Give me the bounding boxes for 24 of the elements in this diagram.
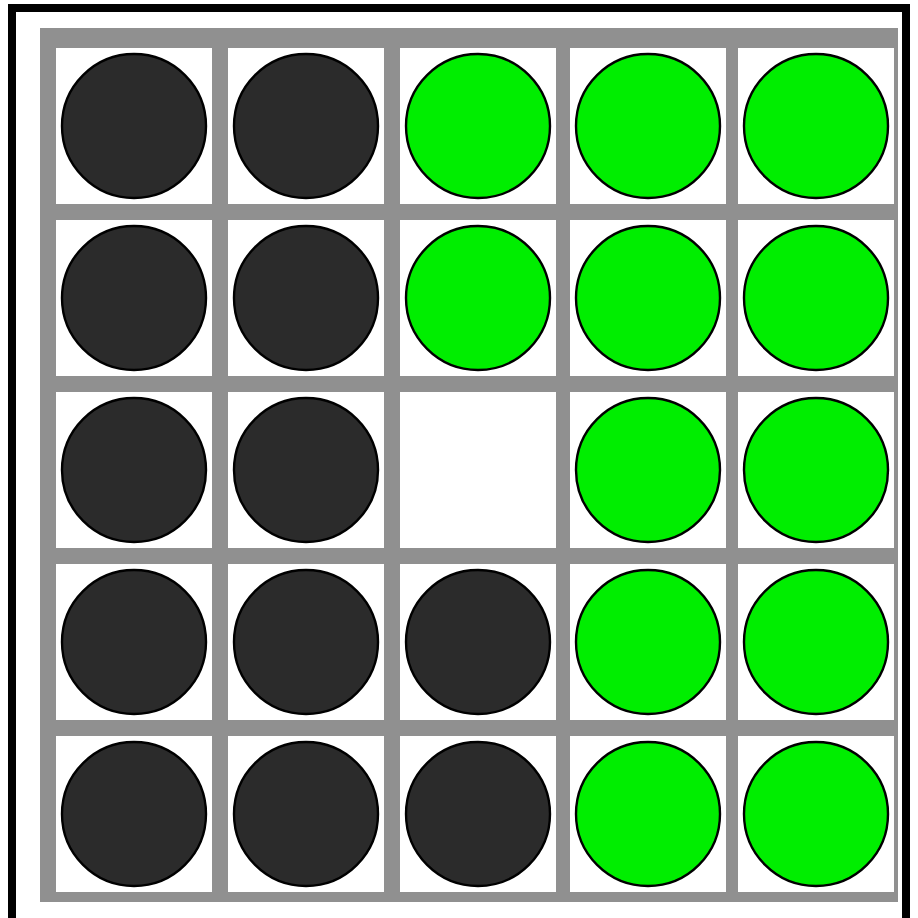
game-piece: [742, 224, 890, 372]
game-piece: [742, 740, 890, 888]
game-piece: [60, 224, 208, 372]
game-piece: [232, 52, 380, 200]
game-piece: [404, 568, 552, 716]
game-piece: [60, 740, 208, 888]
game-piece: [404, 740, 552, 888]
game-piece: [742, 52, 890, 200]
game-piece: [574, 396, 722, 544]
game-piece: [574, 52, 722, 200]
game-piece: [232, 568, 380, 716]
game-piece: [60, 52, 208, 200]
game-piece: [232, 396, 380, 544]
game-piece: [404, 224, 552, 372]
game-piece: [404, 52, 552, 200]
game-piece: [742, 396, 890, 544]
game-piece: [742, 568, 890, 716]
game-piece: [574, 224, 722, 372]
game-piece: [574, 740, 722, 888]
game-piece: [60, 396, 208, 544]
game-piece: [60, 568, 208, 716]
game-piece: [232, 740, 380, 888]
game-piece: [574, 568, 722, 716]
game-piece: [232, 224, 380, 372]
